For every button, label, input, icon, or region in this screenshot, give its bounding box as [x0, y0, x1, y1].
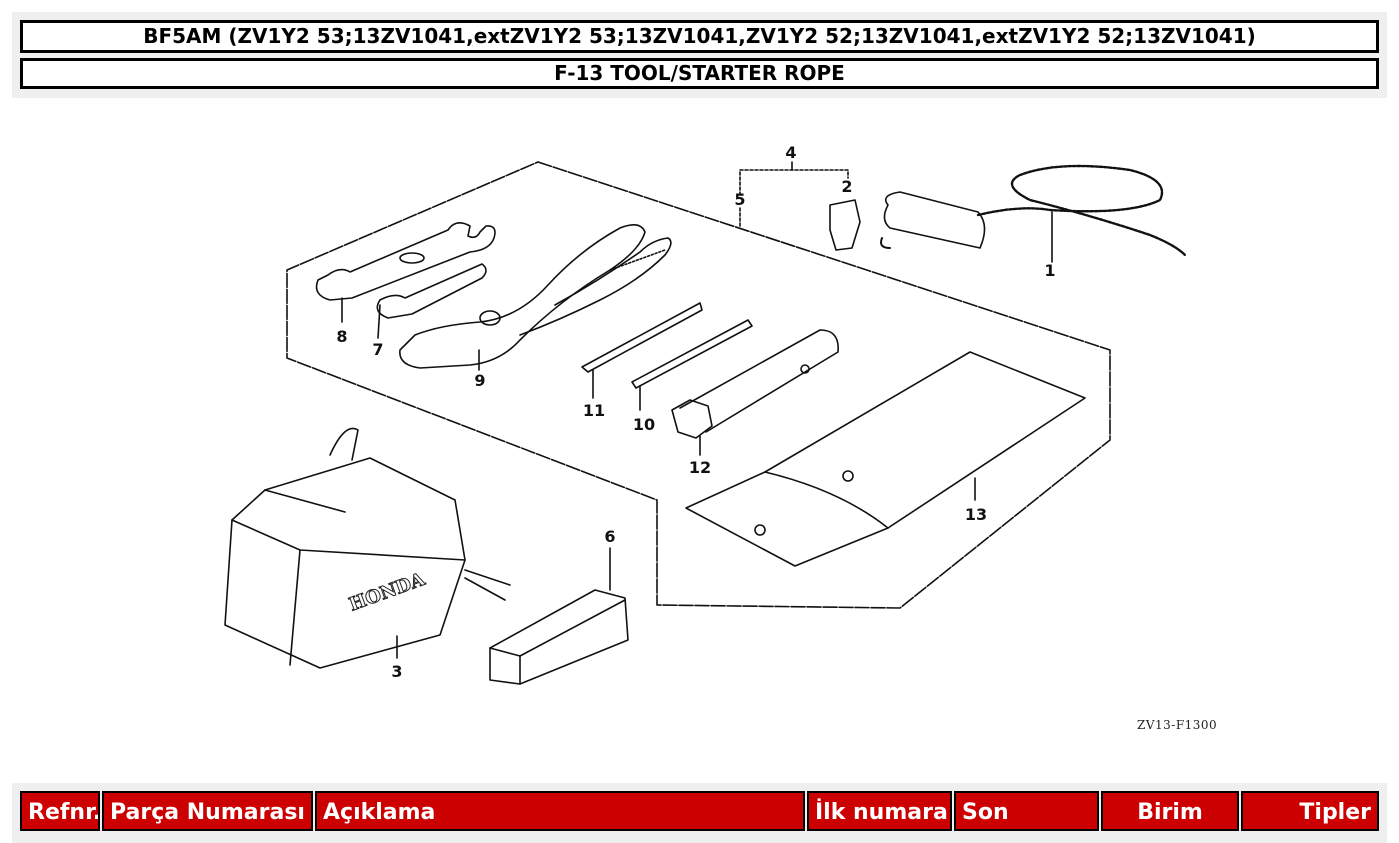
pliers-9 — [399, 224, 646, 369]
box-spanner-12 — [679, 329, 839, 433]
callout-11: 11 — [583, 401, 605, 420]
col-header-types[interactable]: Tipler — [1241, 791, 1379, 831]
screwdriver-11 — [581, 302, 703, 373]
wrench-8 — [315, 222, 496, 301]
honda-logo: HONDA — [346, 569, 428, 616]
parts-table-header: Refnr. Parça Numarası Açıklama İlk numar… — [12, 783, 1387, 843]
callout-10: 10 — [633, 415, 655, 434]
wrench-7 — [376, 263, 487, 319]
callout-3: 3 — [391, 662, 402, 681]
col-header-first-number[interactable]: İlk numara — [807, 791, 952, 831]
callout-2: 2 — [841, 177, 852, 196]
col-header-unit[interactable]: Birim — [1101, 791, 1239, 831]
part-6 — [489, 589, 629, 685]
figure-code: ZV13-F1300 — [1137, 718, 1218, 732]
exploded-view-illustration: HONDA 1 2 3 4 5 6 7 8 9 10 11 12 13 — [224, 143, 1187, 685]
callout-7: 7 — [372, 340, 383, 359]
callout-5: 5 — [734, 190, 745, 209]
toolkit-boundary — [286, 161, 1111, 609]
tool-bag-13 — [685, 351, 1086, 567]
col-header-description[interactable]: Açıklama — [315, 791, 805, 831]
model-title: BF5AM (ZV1Y2 53;13ZV1041,extZV1Y2 53;13Z… — [20, 20, 1379, 53]
starter-grip — [883, 191, 986, 249]
parts-diagram: HONDA 1 2 3 4 5 6 7 8 9 10 11 12 13 — [0, 100, 1399, 770]
callout-4: 4 — [785, 143, 796, 162]
col-header-part-number[interactable]: Parça Numarası — [102, 791, 313, 831]
col-header-refnr[interactable]: Refnr. — [20, 791, 100, 831]
callout-6: 6 — [604, 527, 615, 546]
starter-rope-1 — [976, 164, 1187, 257]
header-panel: BF5AM (ZV1Y2 53;13ZV1041,extZV1Y2 53;13Z… — [12, 12, 1387, 98]
section-title: F-13 TOOL/STARTER ROPE — [20, 58, 1379, 89]
col-header-last[interactable]: Son — [954, 791, 1099, 831]
callout-12: 12 — [689, 458, 711, 477]
callout-9: 9 — [474, 371, 485, 390]
callout-13: 13 — [965, 505, 987, 524]
screwdriver-10 — [631, 319, 753, 389]
callout-1: 1 — [1044, 261, 1055, 280]
clip-2 — [829, 199, 861, 251]
callout-8: 8 — [336, 327, 347, 346]
motor-cover-3 — [224, 457, 466, 669]
